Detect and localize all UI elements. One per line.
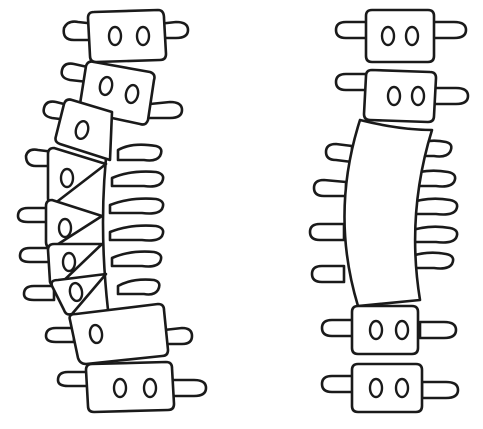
left-vertebra-7 — [24, 274, 106, 315]
left-vertebra-1 — [64, 10, 188, 62]
left-vertebra-9 — [58, 362, 206, 412]
right-spine — [310, 10, 468, 412]
right-vertebra-2 — [336, 70, 468, 122]
left-spine — [18, 10, 206, 412]
left-vertebra-4 — [26, 148, 106, 204]
right-vertebra-1 — [336, 10, 466, 62]
right-vertebra-4 — [322, 364, 458, 412]
right-vertebra-3 — [322, 306, 456, 354]
left-vertebra-5 — [18, 200, 102, 248]
left-spine-right-processes — [110, 145, 163, 295]
